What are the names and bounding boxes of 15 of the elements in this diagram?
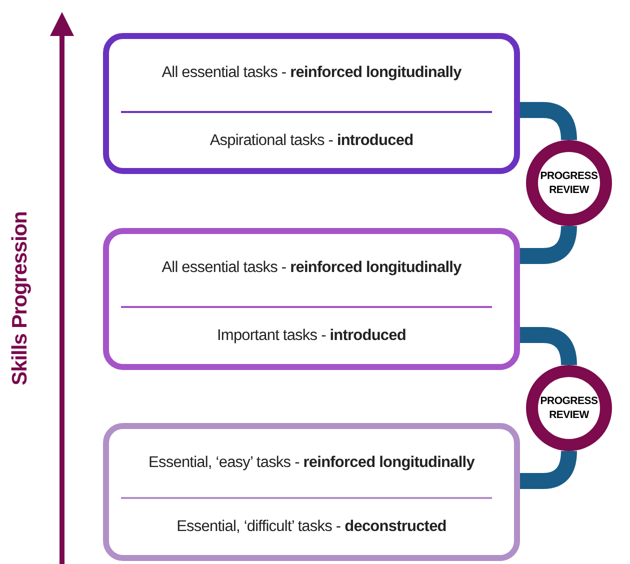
task-text: Aspirational tasks - introduced [208, 131, 414, 151]
task-box [103, 33, 520, 174]
task-text: All essential tasks - reinforced longitudinally [160, 258, 462, 278]
task-text: Essential, ‘difficult’ tasks - deconstructed [176, 517, 448, 537]
circle-label: PROGRESS REVIEW [539, 394, 599, 422]
axis-label: Skills Progression [10, 210, 30, 388]
task-box [103, 423, 520, 561]
connector [520, 327, 577, 366]
task-box [103, 228, 520, 370]
connector [520, 102, 577, 140]
connector [520, 450, 577, 489]
task-text: All essential tasks - reinforced longitudinally [160, 63, 462, 83]
circle-label: PROGRESS REVIEW [539, 168, 599, 198]
task-text: Important tasks - introduced [216, 326, 407, 346]
task-text: Essential, ‘easy’ tasks - reinforced longitudinally [148, 453, 476, 473]
